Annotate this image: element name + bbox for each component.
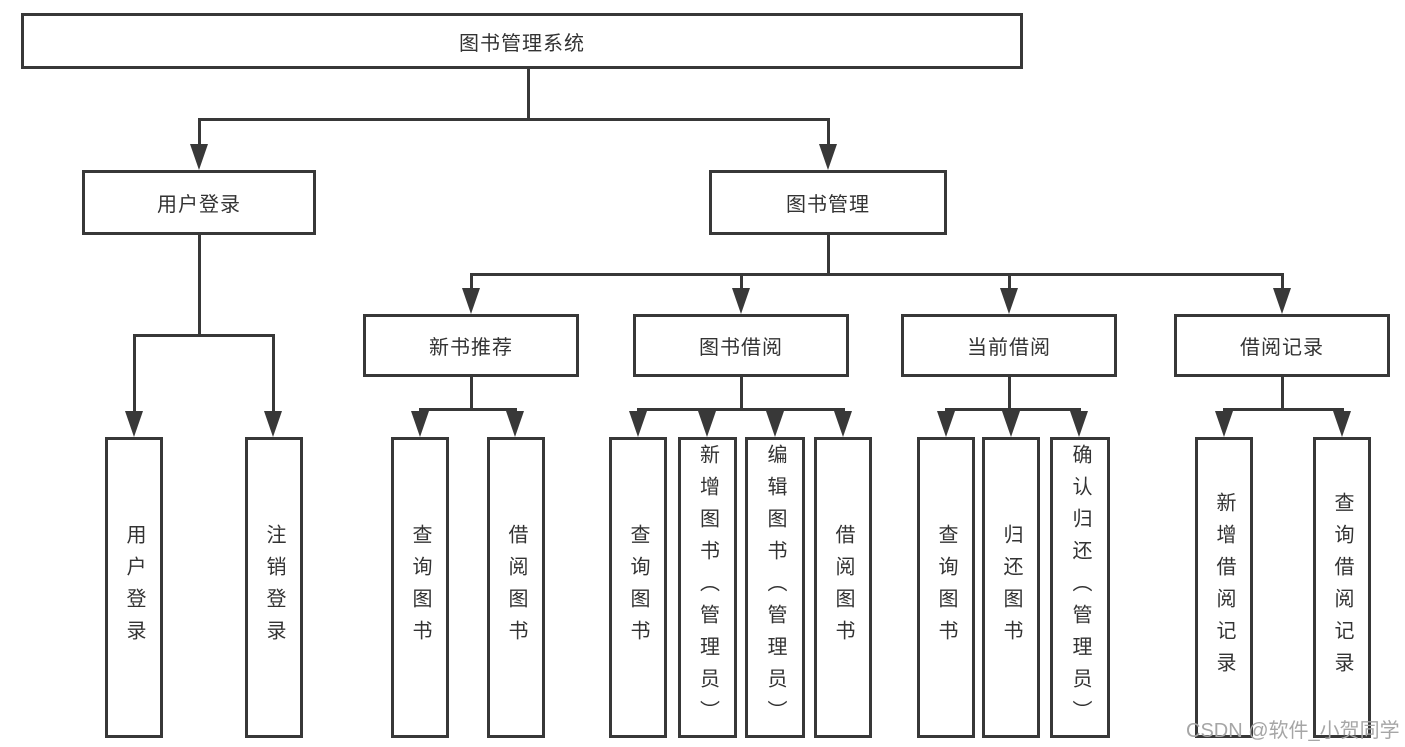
connector-records-stem	[1281, 377, 1284, 408]
connector-userlogin-stem	[198, 235, 201, 334]
leaf-borrow-borrow-books-label: 借阅图书	[832, 523, 854, 652]
connector-bookmgmt-stem	[827, 235, 830, 273]
leaf-current-query-books-label: 查询图书	[935, 523, 957, 652]
arrowhead-down-icon	[264, 411, 282, 437]
arrowhead-down-icon	[462, 288, 480, 314]
node-book-borrow-label: 图书借阅	[699, 337, 783, 359]
connector-newbook-stem	[470, 377, 473, 408]
node-new-book-recommend: 新书推荐	[363, 314, 579, 377]
leaf-edit-books-admin-label: 编辑图书（管理员）	[764, 443, 786, 732]
leaf-confirm-return-admin-label: 确认归还（管理员）	[1069, 443, 1091, 732]
node-borrow-records-label: 借阅记录	[1240, 337, 1324, 359]
node-new-book-recommend-label: 新书推荐	[429, 337, 513, 359]
arrowhead-down-icon	[1070, 411, 1088, 437]
node-book-management-label: 图书管理	[786, 194, 870, 216]
node-current-borrow: 当前借阅	[901, 314, 1117, 377]
leaf-query-borrow-record-label: 查询借阅记录	[1331, 491, 1353, 684]
leaf-edit-books-admin: 编辑图书（管理员）	[745, 437, 805, 738]
leaf-return-books: 归还图书	[982, 437, 1040, 738]
connector-borrow-stem	[740, 377, 743, 408]
arrowhead-down-icon	[1273, 288, 1291, 314]
leaf-add-books-admin: 新增图书（管理员）	[678, 437, 737, 738]
leaf-borrow-query-books: 查询图书	[609, 437, 667, 738]
leaf-newbook-borrow-books-label: 借阅图书	[505, 523, 527, 652]
connector-bookmgmt-drop-2	[740, 273, 743, 290]
arrowhead-down-icon	[125, 411, 143, 437]
leaf-newbook-query-books-label: 查询图书	[409, 523, 431, 652]
node-root-label: 图书管理系统	[459, 32, 585, 55]
connector-borrow-rail	[637, 408, 844, 411]
connector-bookmgmt-drop-4	[1281, 273, 1284, 290]
arrowhead-down-icon	[819, 144, 837, 170]
connector-records-rail	[1223, 408, 1343, 411]
arrowhead-down-icon	[1000, 288, 1018, 314]
arrowhead-down-icon	[834, 411, 852, 437]
arrowhead-down-icon	[1333, 411, 1351, 437]
leaf-logout: 注销登录	[245, 437, 303, 738]
leaf-current-query-books: 查询图书	[917, 437, 975, 738]
connector-newbook-rail	[419, 408, 517, 411]
watermark: CSDN @软件_小贺同学	[1186, 720, 1400, 742]
leaf-confirm-return-admin: 确认归还（管理员）	[1050, 437, 1110, 738]
connector-userlogin-rail	[133, 334, 275, 337]
leaf-user-login: 用户登录	[105, 437, 163, 738]
leaf-return-books-label: 归还图书	[1000, 523, 1022, 652]
connector-bookmgmt-rail	[470, 273, 1283, 276]
arrowhead-down-icon	[766, 411, 784, 437]
leaf-newbook-borrow-books: 借阅图书	[487, 437, 545, 738]
arrowhead-down-icon	[506, 411, 524, 437]
arrowhead-down-icon	[732, 288, 750, 314]
leaf-borrow-query-books-label: 查询图书	[627, 523, 649, 652]
leaf-add-borrow-record-label: 新增借阅记录	[1213, 491, 1235, 684]
leaf-logout-label: 注销登录	[263, 523, 285, 652]
arrowhead-down-icon	[937, 411, 955, 437]
connector-bookmgmt-drop-1	[470, 273, 473, 290]
arrowhead-down-icon	[1002, 411, 1020, 437]
connector-root-drop-left	[198, 118, 201, 146]
node-user-login-label: 用户登录	[157, 194, 241, 216]
arrowhead-down-icon	[411, 411, 429, 437]
arrowhead-down-icon	[1215, 411, 1233, 437]
node-book-management: 图书管理	[709, 170, 947, 235]
arrowhead-down-icon	[190, 144, 208, 170]
connector-root-stem	[527, 69, 530, 118]
leaf-borrow-borrow-books: 借阅图书	[814, 437, 872, 738]
node-borrow-records: 借阅记录	[1174, 314, 1390, 377]
node-current-borrow-label: 当前借阅	[967, 337, 1051, 359]
connector-userlogin-drop-1	[133, 334, 136, 413]
connector-root-rail	[198, 118, 830, 121]
connector-root-drop-right	[827, 118, 830, 146]
connector-bookmgmt-drop-3	[1008, 273, 1011, 290]
node-root: 图书管理系统	[21, 13, 1023, 69]
leaf-user-login-label: 用户登录	[123, 523, 145, 652]
leaf-query-borrow-record: 查询借阅记录	[1313, 437, 1371, 738]
leaf-add-borrow-record: 新增借阅记录	[1195, 437, 1253, 738]
node-book-borrow: 图书借阅	[633, 314, 849, 377]
connector-current-rail	[945, 408, 1081, 411]
leaf-newbook-query-books: 查询图书	[391, 437, 449, 738]
node-user-login: 用户登录	[82, 170, 316, 235]
arrowhead-down-icon	[698, 411, 716, 437]
arrowhead-down-icon	[629, 411, 647, 437]
connector-userlogin-drop-2	[272, 334, 275, 413]
leaf-add-books-admin-label: 新增图书（管理员）	[696, 443, 719, 732]
connector-current-stem	[1008, 377, 1011, 408]
